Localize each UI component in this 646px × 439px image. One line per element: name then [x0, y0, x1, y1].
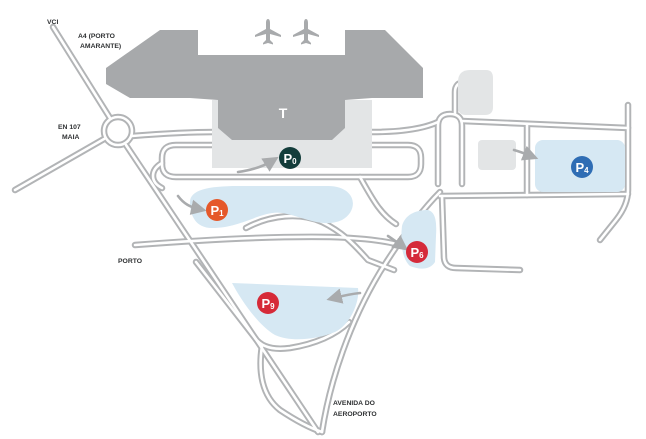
east-building-north — [458, 70, 493, 115]
label-a4-line1: A4 (PORTO — [78, 33, 115, 40]
parking-marker-p0-label: P0 — [283, 151, 297, 166]
airplane-icon — [255, 19, 281, 45]
parking-area-p1[interactable] — [190, 186, 353, 228]
label-a4-line2: AMARANTE) — [80, 43, 121, 50]
parking-marker-p6-circle — [406, 241, 428, 263]
airplane-icon — [293, 19, 319, 45]
label-avenida-line1: AVENIDA DO — [333, 400, 375, 407]
arrow-icon — [176, 194, 207, 215]
parking-marker-p6-label: P6 — [410, 245, 424, 260]
parking-marker-p1-label: P1 — [210, 203, 224, 218]
parking-marker-p4[interactable]: P4 — [571, 156, 593, 178]
parking-marker-p6[interactable]: P6 — [406, 241, 428, 263]
east-building-small — [478, 140, 516, 170]
parking-marker-p9-circle — [257, 292, 279, 314]
parking-marker-p4-label: P4 — [575, 160, 589, 175]
arrow-icon — [326, 288, 362, 304]
label-avenida-line2: AEROPORTO — [333, 411, 377, 418]
arrow-icon — [512, 145, 539, 161]
terminal-label: T — [279, 105, 288, 121]
label-en107-line1: EN 107 — [58, 124, 81, 131]
parking-marker-p0-circle — [279, 147, 301, 169]
parking-marker-p9-label: P9 — [261, 296, 275, 311]
parking-marker-p1[interactable]: P1 — [206, 199, 228, 221]
parking-marker-p9[interactable]: P9 — [257, 292, 279, 314]
terminal-building[interactable] — [106, 30, 423, 140]
parking-marker-p0[interactable]: P0 — [279, 147, 301, 169]
arrow-icon — [386, 234, 409, 251]
label-en107-line2: MAIA — [62, 134, 79, 141]
parking-marker-p1-circle — [206, 199, 228, 221]
label-vci: VCI — [47, 19, 58, 26]
parking-marker-p4-circle — [571, 156, 593, 178]
label-porto: PORTO — [118, 258, 142, 265]
arrow-icon — [236, 156, 279, 174]
